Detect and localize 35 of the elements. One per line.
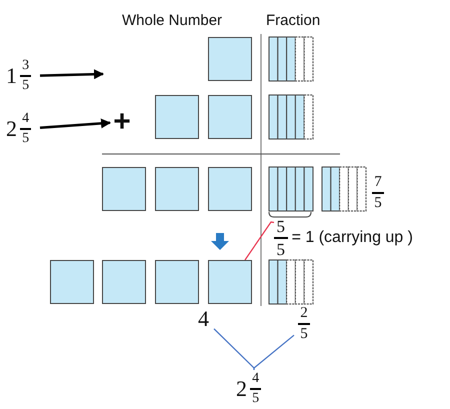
connector-line: [214, 328, 255, 370]
column-heading: Whole Number: [122, 11, 222, 31]
numerator: 4: [22, 112, 30, 126]
unit-square: [155, 167, 199, 211]
carry-note: = 1 (carrying up ): [292, 228, 413, 248]
unit-square: [102, 167, 146, 211]
whole-number: 4: [198, 308, 210, 330]
whole-number: 2: [236, 378, 247, 400]
unit-square: [208, 260, 252, 304]
unit-square: [208, 167, 252, 211]
plus-sign: +: [112, 108, 132, 136]
arrow: [40, 69, 104, 80]
numerator: 2: [300, 306, 308, 321]
numerator: 5: [276, 218, 286, 236]
denominator: 5: [374, 196, 382, 210]
unit-square: [208, 95, 252, 139]
denominator: 5: [276, 240, 286, 258]
arrow: [40, 118, 111, 130]
numerator: 3: [22, 59, 30, 74]
denominator: 5: [22, 78, 30, 93]
unit-square: [102, 260, 146, 304]
connector-line: [244, 221, 274, 260]
denominator: 5: [22, 132, 30, 146]
denominator: 5: [300, 326, 308, 342]
whole-number: 1: [6, 65, 17, 87]
unit-square: [155, 95, 199, 139]
numerator: 7: [374, 175, 382, 190]
unit-square: [50, 260, 94, 304]
unit-square: [155, 260, 199, 304]
denominator: 5: [252, 392, 260, 406]
connector-line: [253, 334, 294, 370]
whole-number: 2: [6, 118, 17, 140]
column-heading: Fraction: [266, 11, 320, 31]
unit-square: [208, 37, 252, 81]
numerator: 4: [252, 372, 260, 386]
